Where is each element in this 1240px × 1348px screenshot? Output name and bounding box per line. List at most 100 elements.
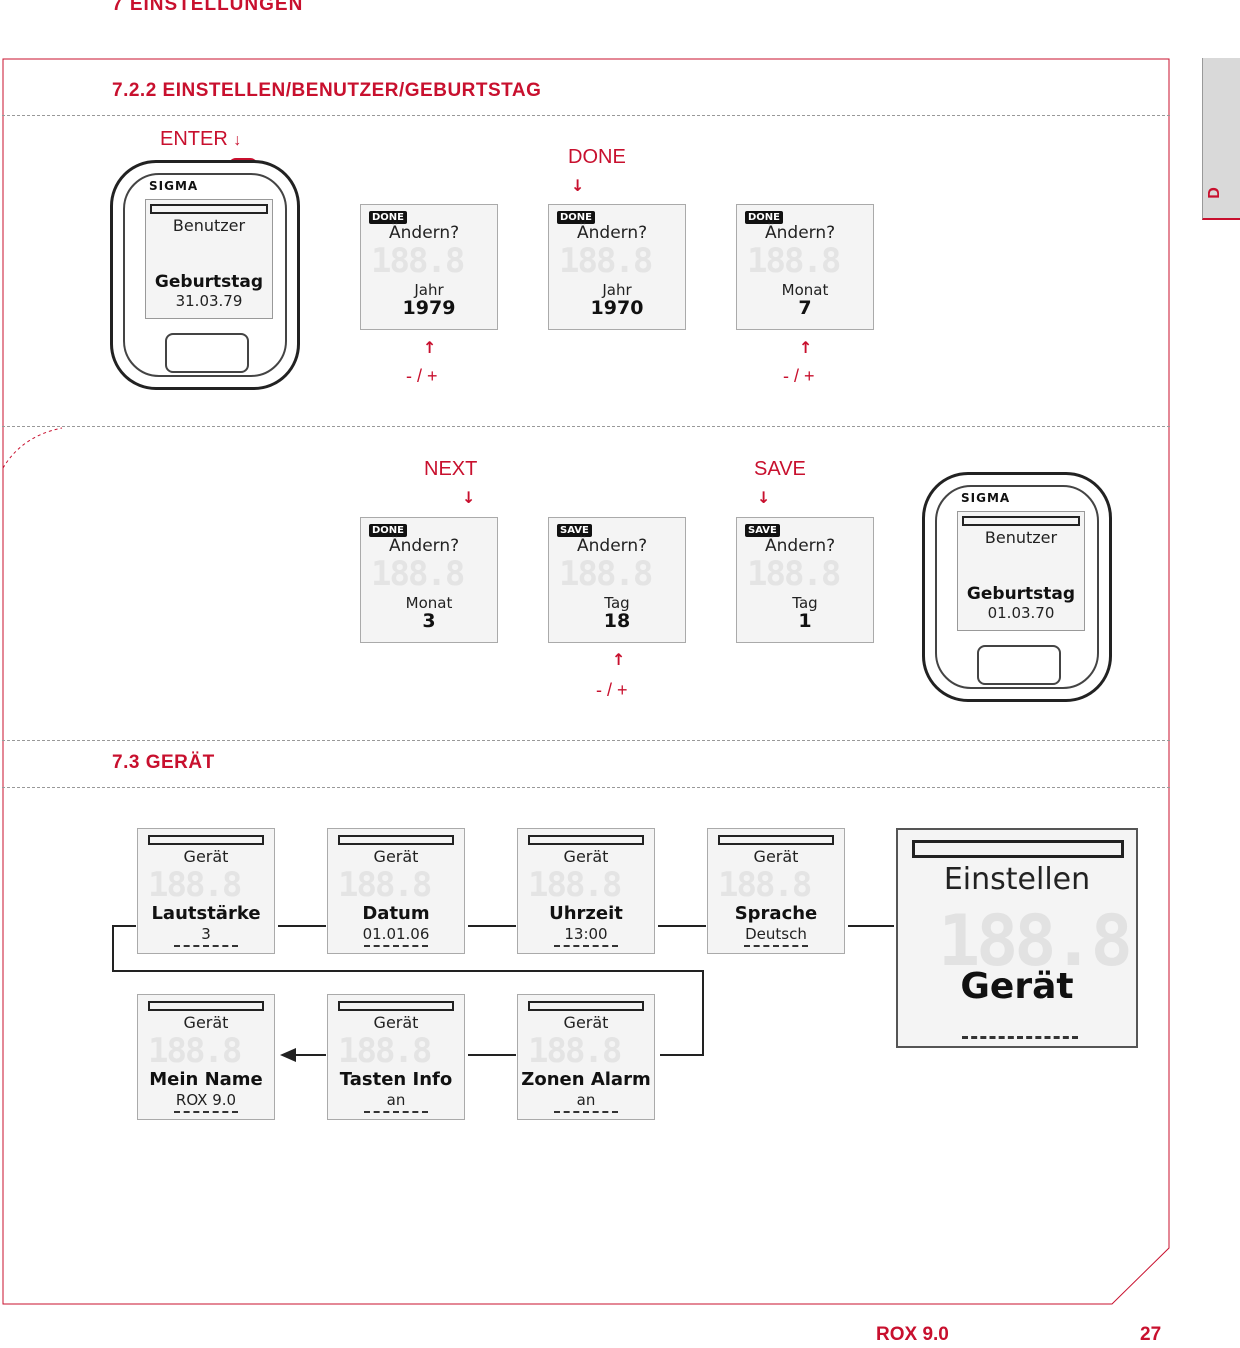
segment-ghost: 188.8 xyxy=(559,554,653,594)
segment-ghost: 188.8 xyxy=(148,865,242,905)
field-value: 7 xyxy=(798,297,812,319)
question: Ändern? xyxy=(765,536,836,556)
connector xyxy=(660,1054,704,1056)
screen-header: Einstellen xyxy=(943,862,1091,897)
connector xyxy=(112,925,136,927)
connector xyxy=(112,925,114,971)
field-value: 3 xyxy=(422,610,436,632)
arrow-up-icon: ↑ xyxy=(799,338,813,357)
divider xyxy=(2,787,1170,788)
sigma-logo: SIGMA xyxy=(149,179,199,193)
done-badge: DONE xyxy=(557,211,596,224)
question: Ändern? xyxy=(577,223,648,243)
screen-value: an xyxy=(386,1091,406,1109)
screen-month-3: 188.8 DONE Ändern? Monat 3 xyxy=(360,517,498,643)
divider xyxy=(2,115,1170,116)
field-label: Tag xyxy=(792,594,818,612)
position-dots xyxy=(174,945,238,947)
screen-uhrzeit: 188.8 Gerät Uhrzeit 13:00 xyxy=(517,828,655,954)
screen-header: Gerät xyxy=(563,1013,609,1032)
screen-day-18: 188.8 SAVE Ändern? Tag 18 xyxy=(548,517,686,643)
done-badge: DONE xyxy=(369,211,408,224)
screen-header: Benutzer xyxy=(984,528,1058,547)
question: Ändern? xyxy=(389,223,460,243)
done-badge: DONE xyxy=(745,211,784,224)
position-dots xyxy=(174,1111,238,1113)
screen-zonen-alarm: 188.8 Gerät Zonen Alarm an xyxy=(517,994,655,1120)
connector xyxy=(658,925,706,927)
section-title-device: 7.3 GERÄT xyxy=(112,752,215,773)
done-label: DONE xyxy=(568,146,626,168)
screen-title: Sprache xyxy=(734,903,818,924)
segment-ghost: 188.8 xyxy=(528,865,622,905)
screen-value: 13:00 xyxy=(564,925,608,943)
field-value: 1970 xyxy=(590,297,644,319)
segment-ghost: 188.8 xyxy=(938,900,1133,982)
screen-header: Gerät xyxy=(183,1013,229,1032)
device-button xyxy=(165,333,249,373)
enter-label-text: ENTER xyxy=(160,128,228,150)
plus-minus-label: - / + xyxy=(406,366,438,386)
screen-title: Tasten Info xyxy=(339,1069,453,1090)
save-badge: SAVE xyxy=(557,524,592,537)
done-badge: DONE xyxy=(369,524,408,537)
segment-ghost: 188.8 xyxy=(528,1031,622,1071)
screen-lautstaerke: 188.8 Gerät Lautstärke 3 xyxy=(137,828,275,954)
screen-value: 01.01.06 xyxy=(362,925,430,943)
connector xyxy=(468,925,516,927)
segment-ghost: 188.8 xyxy=(559,241,653,281)
screen-year-1970: 188.8 DONE Ändern? Jahr 1970 xyxy=(548,204,686,330)
device-screen: Benutzer Geburtstag 31.03.79 xyxy=(145,199,273,319)
position-dots xyxy=(962,1036,1078,1039)
question: Ändern? xyxy=(765,223,836,243)
divider xyxy=(2,740,1170,741)
question: Ändern? xyxy=(389,536,460,556)
screen-datum: 188.8 Gerät Datum 01.01.06 xyxy=(327,828,465,954)
position-dots xyxy=(364,1111,428,1113)
screen-value: ROX 9.0 xyxy=(175,1091,237,1109)
screen-title: Gerät xyxy=(960,966,1074,1007)
sigma-logo: SIGMA xyxy=(961,491,1011,505)
save-badge: SAVE xyxy=(745,524,780,537)
screen-mein-name: 188.8 Gerät Mein Name ROX 9.0 xyxy=(137,994,275,1120)
screen-header: Gerät xyxy=(753,847,799,866)
screen-header: Gerät xyxy=(373,847,419,866)
screen-title: Geburtstag xyxy=(154,272,264,292)
screen-title: Zonen Alarm xyxy=(521,1069,651,1090)
connector xyxy=(112,970,704,972)
chapter-title: 7 EINSTELLUNGEN xyxy=(112,0,304,15)
field-value: 18 xyxy=(603,610,631,632)
screen-title: Datum xyxy=(362,903,430,924)
device-button xyxy=(977,645,1061,685)
wrench-bar-icon xyxy=(148,1001,264,1011)
segment-ghost: 188.8 xyxy=(371,554,465,594)
plus-minus-label: - / + xyxy=(596,680,628,700)
screen-header: Gerät xyxy=(183,847,229,866)
field-label: Tag xyxy=(604,594,630,612)
screen-tasten-info: 188.8 Gerät Tasten Info an xyxy=(327,994,465,1120)
segment-ghost: 188.8 xyxy=(338,865,432,905)
wrench-bar-icon xyxy=(528,835,644,845)
wrench-bar-icon xyxy=(718,835,834,845)
segment-ghost: 188.8 xyxy=(148,1031,242,1071)
device-bezel xyxy=(123,173,287,377)
screen-header: Gerät xyxy=(373,1013,419,1032)
screen-value: 3 xyxy=(201,925,211,943)
screen-title: Mein Name xyxy=(149,1069,263,1090)
wrench-bar-icon xyxy=(150,204,268,214)
segment-ghost: 188.8 xyxy=(747,554,841,594)
page-number: 27 xyxy=(1140,1324,1162,1345)
device-start: SIGMA Benutzer Geburtstag 31.03.79 xyxy=(110,160,300,390)
arrow-down-icon: ↓ xyxy=(757,488,771,507)
segment-ghost: 188.8 xyxy=(338,1031,432,1071)
segment-ghost: 188.8 xyxy=(718,865,812,905)
page-frame xyxy=(2,58,1170,1305)
segment-ghost: 188.8 xyxy=(747,241,841,281)
arrow-down-icon: ↓ xyxy=(462,488,476,507)
plus-minus-label: - / + xyxy=(783,366,815,386)
wrench-bar-icon xyxy=(912,840,1124,858)
footer-model: ROX 9.0 xyxy=(876,1324,949,1345)
arrow-down-icon: ↓ xyxy=(233,132,242,149)
arrow-up-icon: ↑ xyxy=(612,650,626,669)
screen-einstellen-geraet: 188.8 Einstellen Gerät xyxy=(896,828,1138,1048)
